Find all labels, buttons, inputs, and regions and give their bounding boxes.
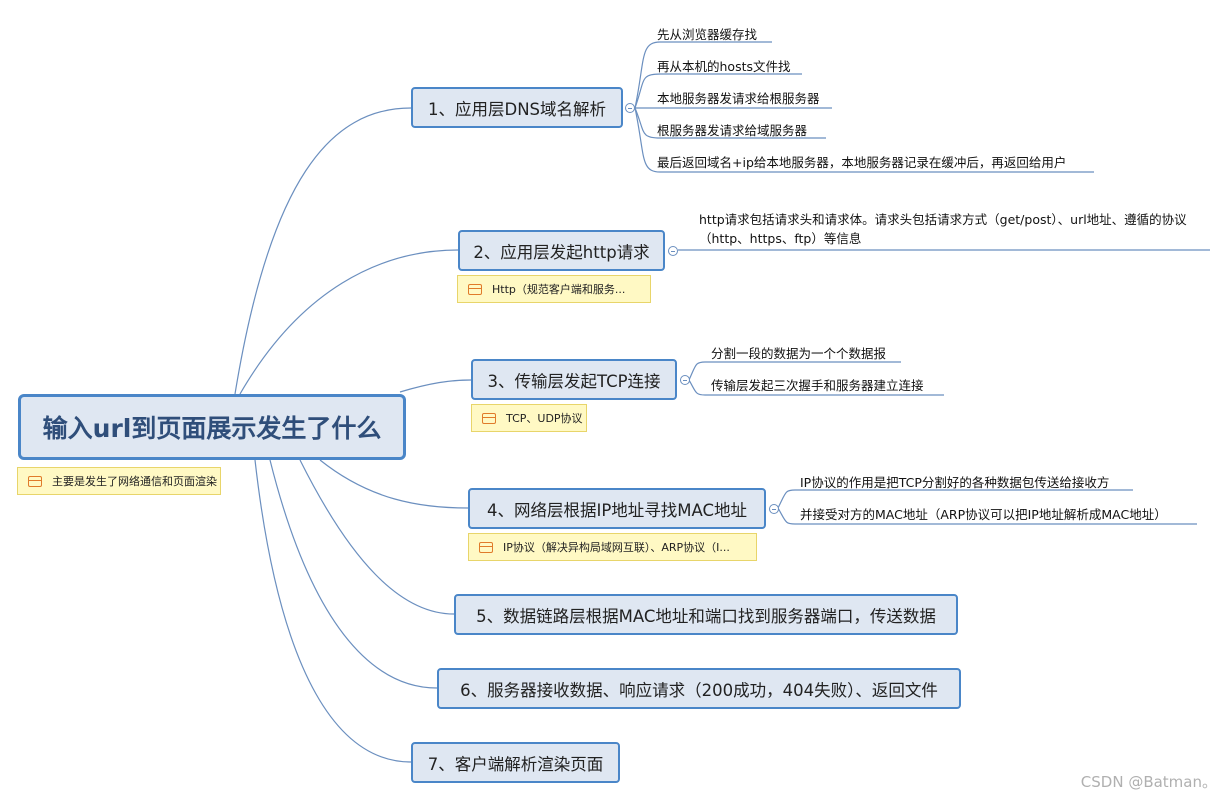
link-t4-leaf-1: [777, 489, 1133, 509]
watermark: CSDN @Batman。: [1080, 773, 1217, 791]
leaf-three-way-handshake: 传输层发起三次握手和服务器建立连接: [711, 378, 924, 393]
topic-tcp-connection[interactable]: 3、传输层发起TCP连接: [471, 359, 677, 400]
topic-2-note[interactable]: Http（规范客户端和服务...: [457, 275, 651, 303]
leaf-return-to-user: 最后返回域名+ip给本地服务器，本地服务器记录在缓冲后，再返回给用户: [657, 155, 1067, 170]
topic-label: 5、数据链路层根据MAC地址和端口找到服务器端口，传送数据: [476, 606, 936, 626]
collapse-toggle-icon[interactable]: [668, 246, 678, 256]
leaf-http-request-detail: http请求包括请求头和请求体。请求头包括请求方式（get/post）、url地…: [699, 212, 1187, 246]
topic-http-request[interactable]: 2、应用层发起http请求: [458, 230, 665, 271]
topic-label: 6、服务器接收数据、响应请求（200成功，404失败）、返回文件: [460, 680, 938, 700]
note-icon: [479, 541, 493, 553]
link-t4-leaf-2: [777, 507, 1197, 525]
leaf-hosts-file: 再从本机的hosts文件找: [657, 59, 791, 74]
link-root-topic-1: [234, 107, 412, 395]
link-t1-leaf-1: [634, 41, 772, 109]
link-t1-leaf-5: [634, 107, 1094, 173]
topic-2-note-text: Http（规范客户端和服务...: [492, 283, 626, 296]
link-root-topic-7: [254, 459, 412, 763]
topic-server-response[interactable]: 6、服务器接收数据、响应请求（200成功，404失败）、返回文件: [437, 668, 961, 709]
topic-dns-resolution[interactable]: 1、应用层DNS域名解析: [411, 87, 623, 128]
link-root-topic-2: [239, 249, 459, 395]
topic-3-note[interactable]: TCP、UDP协议: [471, 404, 587, 432]
link-root-topic-4: [319, 459, 469, 509]
collapse-toggle-icon[interactable]: [680, 375, 690, 385]
root-note[interactable]: 主要是发生了网络通信和页面渲染: [17, 467, 221, 495]
link-t1-leaf-4: [634, 107, 826, 139]
topic-label: 4、网络层根据IP地址寻找MAC地址: [486, 500, 748, 520]
link-root-topic-3: [399, 379, 472, 393]
link-t1-leaf-2: [634, 73, 802, 109]
topic-data-link-layer[interactable]: 5、数据链路层根据MAC地址和端口找到服务器端口，传送数据: [454, 594, 958, 635]
link-t3-leaf-1: [688, 361, 901, 381]
leaf-browser-cache: 先从浏览器缓存找: [657, 27, 758, 42]
collapse-toggle-icon[interactable]: [625, 103, 635, 113]
topic-3-note-text: TCP、UDP协议: [506, 412, 583, 425]
topic-label: 2、应用层发起http请求: [473, 242, 650, 262]
topic-4-note-text: IP协议（解决异构局域网互联）、ARP协议（I...: [503, 541, 730, 554]
root-title: 输入url到页面展示发生了什么: [42, 414, 382, 443]
topic-label: 3、传输层发起TCP连接: [487, 371, 661, 391]
collapse-toggle-icon[interactable]: [769, 504, 779, 514]
note-icon: [28, 475, 42, 487]
link-t3-leaf-2: [688, 379, 944, 396]
topic-ip-mac-lookup[interactable]: 4、网络层根据IP地址寻找MAC地址: [468, 488, 766, 529]
note-icon: [482, 412, 496, 424]
leaf-ip-protocol-role: IP协议的作用是把TCP分割好的各种数据包传送给接收方: [800, 475, 1110, 490]
leaf-split-datagrams: 分割一段的数据为一个个数据报: [711, 346, 887, 361]
leaf-arp-resolve-mac: 并接受对方的MAC地址（ARP协议可以把IP地址解析成MAC地址）: [800, 507, 1167, 522]
leaf-root-to-domain: 根服务器发请求给域服务器: [657, 123, 808, 138]
leaf-local-to-root: 本地服务器发请求给根服务器: [657, 91, 820, 106]
topic-4-note[interactable]: IP协议（解决异构局域网互联）、ARP协议（I...: [468, 533, 757, 561]
topic-client-render[interactable]: 7、客户端解析渲染页面: [411, 742, 620, 783]
root-note-text: 主要是发生了网络通信和页面渲染: [52, 475, 217, 488]
topic-label: 1、应用层DNS域名解析: [427, 99, 607, 119]
root-topic[interactable]: 输入url到页面展示发生了什么: [18, 394, 406, 460]
note-icon: [468, 283, 482, 295]
link-root-topic-5: [299, 459, 455, 615]
link-root-topic-6: [269, 459, 438, 689]
topic-label: 7、客户端解析渲染页面: [427, 754, 604, 774]
